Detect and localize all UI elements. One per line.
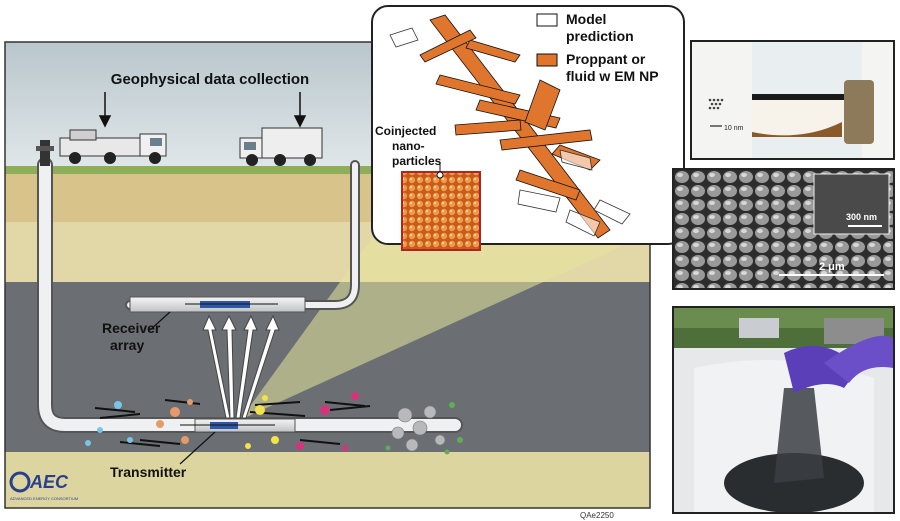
svg-text:ADVANCED ENERGY CONSORTIUM: ADVANCED ENERGY CONSORTIUM [10,496,78,501]
legend-swatch-model [536,13,558,27]
zoom-beam [240,238,640,420]
coinjected-label-3: particles [392,154,442,168]
transmitter-tool [180,418,296,433]
title-arrows [98,92,307,128]
figure-id: QAe2250 [580,511,614,520]
legend-model-label-2: prediction [566,28,634,44]
legend-proppant-label-2: fluid w EM NP [566,68,659,84]
transmitter-label: Transmitter [110,464,187,480]
fracture-zone [85,392,463,455]
sem-photo: 300 nm 2 μm [672,168,895,290]
wellhead [36,140,54,166]
scale-300nm: 300 nm [846,212,877,222]
signal-arrows [202,314,280,419]
receiver-array-tool [129,296,306,313]
legend-swatch-proppant [536,53,558,67]
legend-model-label: Model [566,11,606,27]
receiver-label-2: array [110,337,144,353]
vial-photo: 10 nm [690,40,895,160]
scale-10nm: 10 nm [724,125,744,132]
diagram-title: Geophysical data collection [111,71,309,88]
receiver-label: Receiver [102,320,161,336]
sem-illustration: 300 nm 2 μm [674,170,893,288]
coinjected-label: Coinjected [375,124,436,138]
svg-text:AEC: AEC [29,472,69,492]
legend: Model prediction Proppant or fluid w EM … [536,11,659,84]
legend-proppant-label: Proppant or [566,51,646,67]
truck-left [59,129,167,164]
field-photo [672,306,895,514]
scale-2um: 2 μm [819,261,845,273]
receiver-pointer [149,311,171,331]
model-prediction-outlines [389,27,631,237]
aec-logo: AEC ADVANCED ENERGY CONSORTIUM [9,471,78,501]
transmitter-pointer [179,431,216,465]
wellbore-pipe [37,157,463,433]
nanoparticle-inset [401,171,481,251]
coinjected-label-2: nano- [392,139,425,153]
callout-box: Coinjected nano- particles Model predict… [371,5,685,251]
truck-right [239,127,323,166]
field-illustration [674,308,893,512]
fracture-network [419,14,611,239]
vial-illustration: 10 nm [708,42,874,158]
